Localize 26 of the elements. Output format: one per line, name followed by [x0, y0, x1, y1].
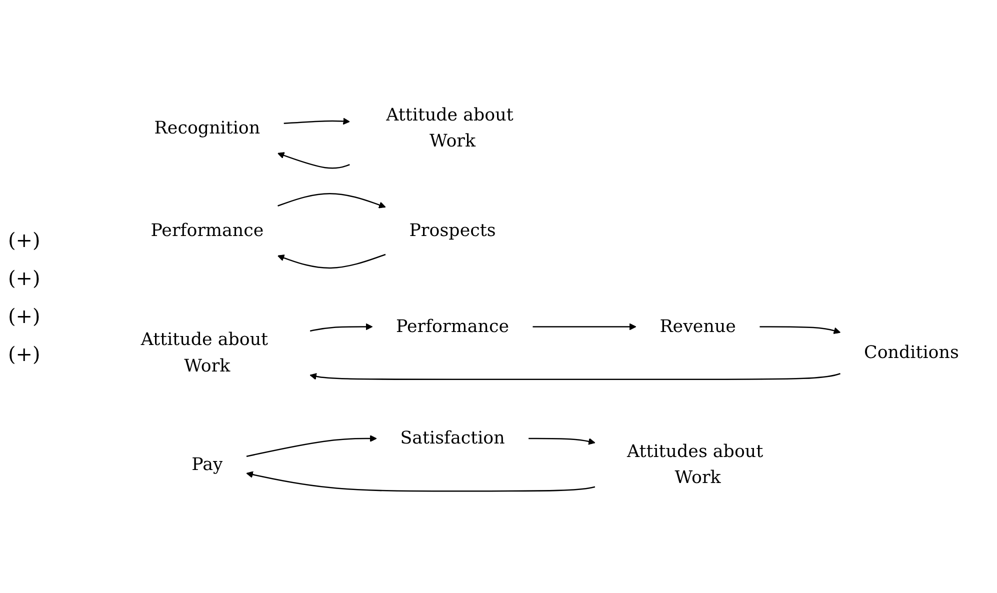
arrow — [760, 326, 841, 334]
node-text: Conditions — [864, 343, 959, 363]
node-text: Prospects — [409, 220, 496, 241]
arrow — [310, 372, 840, 380]
node-text: Revenue — [660, 316, 736, 337]
node-text: Attitude about Work — [140, 330, 268, 376]
arrow — [246, 434, 377, 457]
node-text: Attitudes about Work — [626, 442, 764, 488]
arrow — [246, 471, 596, 492]
arrow — [277, 152, 350, 169]
loop-polarity-label: (+) — [8, 304, 42, 328]
loop-polarity-label: (+) — [8, 266, 42, 290]
node-text: Pay — [192, 454, 223, 475]
arrow — [284, 118, 350, 125]
node-text: Performance — [150, 220, 264, 241]
node-text: Attitude about Work — [386, 105, 514, 152]
node-text: Performance — [396, 316, 509, 337]
arrow — [278, 192, 386, 208]
arrow — [532, 323, 636, 330]
arrow — [528, 438, 596, 445]
arrow — [277, 254, 386, 268]
node-text: Satisfaction — [400, 428, 505, 448]
loop-polarity-label: (+) — [8, 228, 42, 252]
arrow — [310, 323, 373, 332]
loop-polarity-label: (+) — [8, 342, 42, 366]
node-text: Recognition — [154, 118, 260, 138]
